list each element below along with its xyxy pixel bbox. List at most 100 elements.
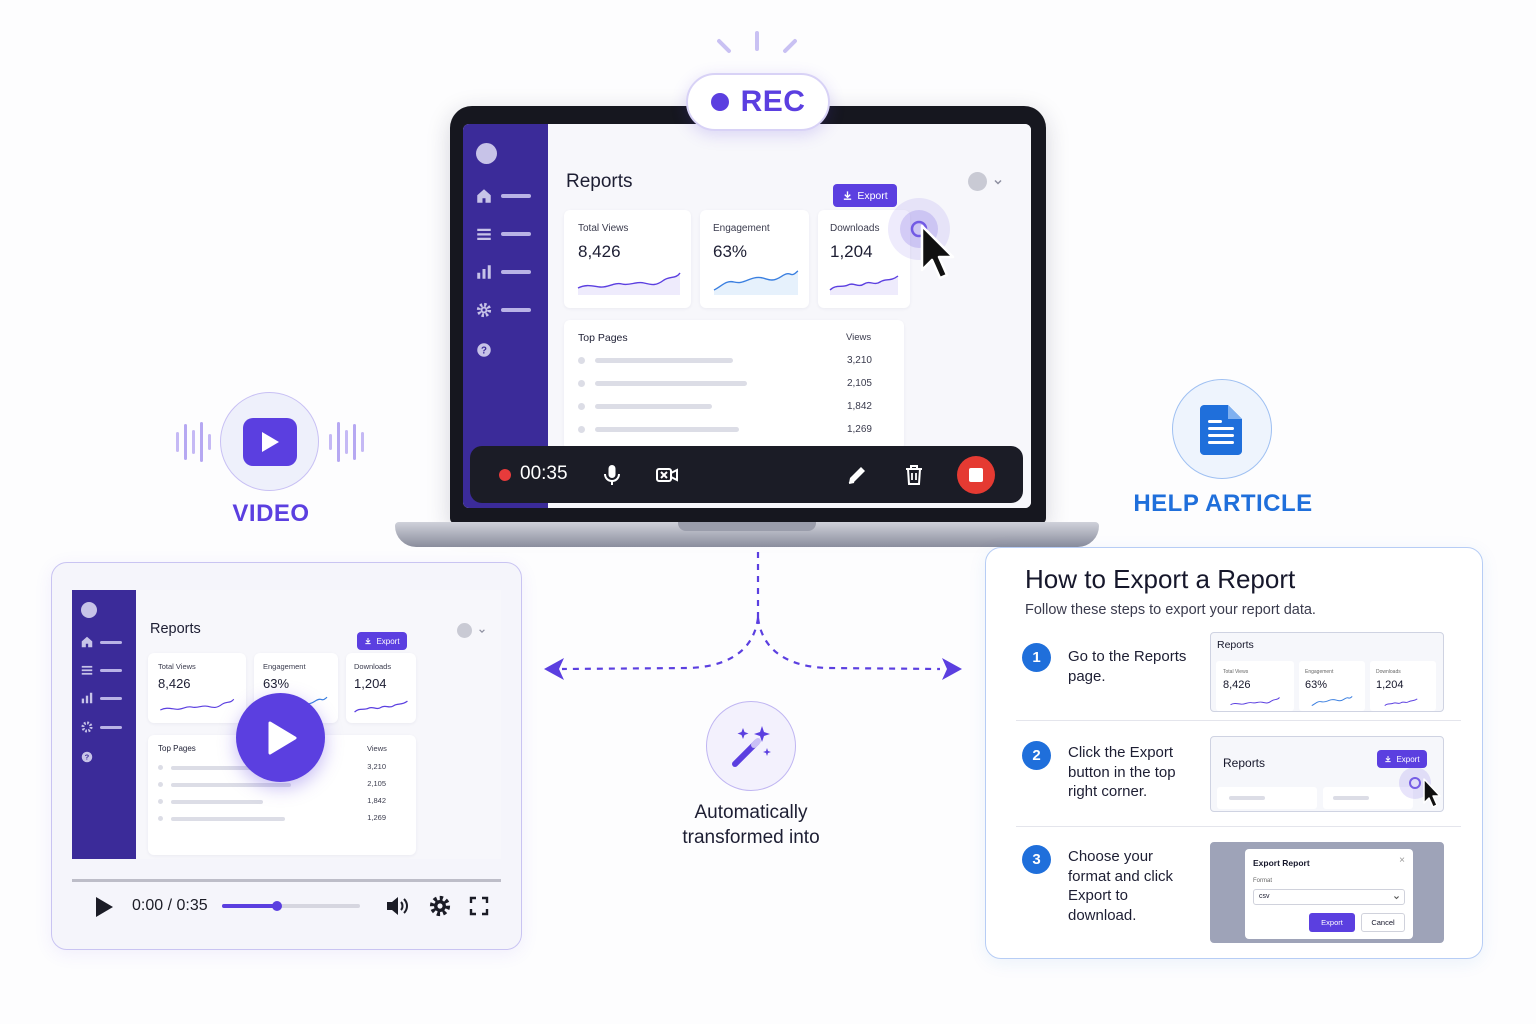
play-icon [268, 721, 296, 754]
arrow-right-icon [942, 658, 962, 680]
recording-timer: 00:35 [520, 463, 568, 484]
settings-gear-icon[interactable] [429, 895, 451, 917]
download-icon [844, 191, 852, 200]
stat-card-views: Total Views 8,426 [1216, 661, 1294, 711]
sidebar-item-settings [80, 717, 150, 737]
step-number: 3 [1022, 845, 1051, 874]
video-progress-track[interactable] [72, 879, 501, 882]
close-icon: × [1399, 855, 1405, 866]
stop-icon [969, 468, 983, 482]
video-play-icon [242, 417, 297, 466]
record-dot-icon [710, 93, 729, 111]
sound-wave-right-icon [329, 422, 364, 462]
play-icon[interactable] [93, 895, 115, 919]
seek-bar[interactable] [222, 901, 360, 911]
sidebar-item-help[interactable]: ? [475, 340, 545, 360]
stat-card-engagement: Engagement 63% [700, 210, 809, 308]
video-label: VIDEO [232, 500, 310, 527]
bar-chart-icon [477, 265, 491, 279]
big-play-button[interactable] [236, 693, 325, 782]
camera-off-icon[interactable] [655, 463, 679, 487]
stat-card-downloads: Downloads 1,204 [1370, 661, 1436, 711]
sparkline [829, 275, 899, 295]
home-icon [81, 636, 93, 648]
gear-icon [81, 721, 93, 733]
download-icon [365, 638, 372, 645]
sparkline [354, 700, 408, 713]
export-button[interactable]: Export [833, 184, 897, 207]
sparkline [160, 698, 235, 711]
sidebar-item-analytics [80, 688, 150, 708]
step-2-screenshot: Reports Export [1210, 736, 1444, 812]
stat-card-views: Total Views 8,426 [564, 210, 691, 308]
trash-icon[interactable] [902, 463, 926, 487]
list-item[interactable] [578, 380, 747, 387]
export-button: Export [1309, 913, 1355, 932]
chevron-down-icon [479, 628, 485, 633]
stat-card-downloads: Downloads 1,204 [818, 210, 910, 308]
help-article-label: HELP ARTICLE [1133, 490, 1313, 517]
sidebar-item-list[interactable] [475, 224, 545, 244]
sound-wave-left-icon [176, 422, 211, 462]
cancel-button: Cancel [1361, 913, 1405, 932]
rec-ray [782, 38, 798, 54]
transform-caption: Automatically transformed into [682, 802, 820, 848]
app-main: Reports Export Total Views 8,426 Engagem… [548, 124, 1031, 508]
sidebar-item-settings[interactable] [475, 300, 545, 320]
fullscreen-icon[interactable] [469, 896, 489, 916]
step-3-screenshot: Export Report × Format csv Export Cancel [1210, 842, 1444, 943]
user-menu[interactable] [968, 172, 1003, 191]
recording-toolbar: 00:35 [470, 446, 1023, 503]
list-item [158, 799, 263, 804]
microphone-icon[interactable] [600, 463, 624, 487]
export-button: Export [1377, 750, 1427, 768]
sidebar-item-analytics[interactable] [475, 262, 545, 282]
chevron-down-icon [994, 179, 1002, 185]
help-icon: ? [477, 343, 491, 357]
stat-card-downloads: Downloads 1,204 [346, 653, 416, 723]
avatar [457, 623, 472, 638]
sidebar-item-help: ? [80, 747, 150, 767]
seek-bar-fill [222, 904, 278, 908]
list-icon [477, 228, 491, 240]
home-icon [477, 189, 491, 203]
list-item[interactable] [578, 426, 739, 433]
list-item [158, 816, 285, 821]
sidebar-logo [476, 143, 497, 164]
volume-icon[interactable] [385, 894, 411, 918]
user-menu [457, 623, 486, 638]
magic-wand-badge [706, 701, 796, 791]
sidebar-item-home [80, 632, 150, 652]
divider [1016, 826, 1461, 827]
cursor-click-highlight [888, 198, 955, 280]
step-text: Choose your format and click Export to d… [1068, 848, 1174, 924]
app-sidebar: ? [463, 124, 548, 508]
page-title: Reports [566, 171, 633, 192]
stat-card-engagement: Engagement 63% [254, 653, 338, 723]
step-text: Go to the Reports page. [1068, 648, 1187, 685]
stop-recording-button[interactable] [957, 456, 995, 494]
sidebar-item-home[interactable] [475, 186, 545, 206]
rec-ray [716, 38, 732, 54]
gear-icon [476, 302, 492, 318]
list-item[interactable] [578, 403, 712, 410]
list-item[interactable] [578, 357, 733, 364]
time-display: 0:00 / 0:35 [132, 897, 208, 914]
seek-handle[interactable] [272, 901, 283, 911]
document-icon [1200, 405, 1242, 455]
export-button: Export [357, 632, 407, 650]
download-icon [1385, 756, 1392, 763]
svg-text:?: ? [481, 345, 487, 356]
stat-card-engagement: Engagement 63% [1299, 661, 1365, 711]
divider [1016, 720, 1461, 721]
article-title: How to Export a Report [1025, 564, 1296, 594]
edit-pencil-icon[interactable] [845, 463, 869, 487]
article-subtitle: Follow these steps to export your report… [1025, 602, 1316, 618]
list-icon [81, 665, 93, 675]
recording-dot-icon [499, 469, 511, 481]
sparkline [713, 270, 799, 295]
list-item [158, 782, 291, 787]
arrow-left-icon [544, 658, 564, 680]
svg-text:?: ? [85, 753, 90, 762]
bar-chart-icon [81, 692, 93, 704]
